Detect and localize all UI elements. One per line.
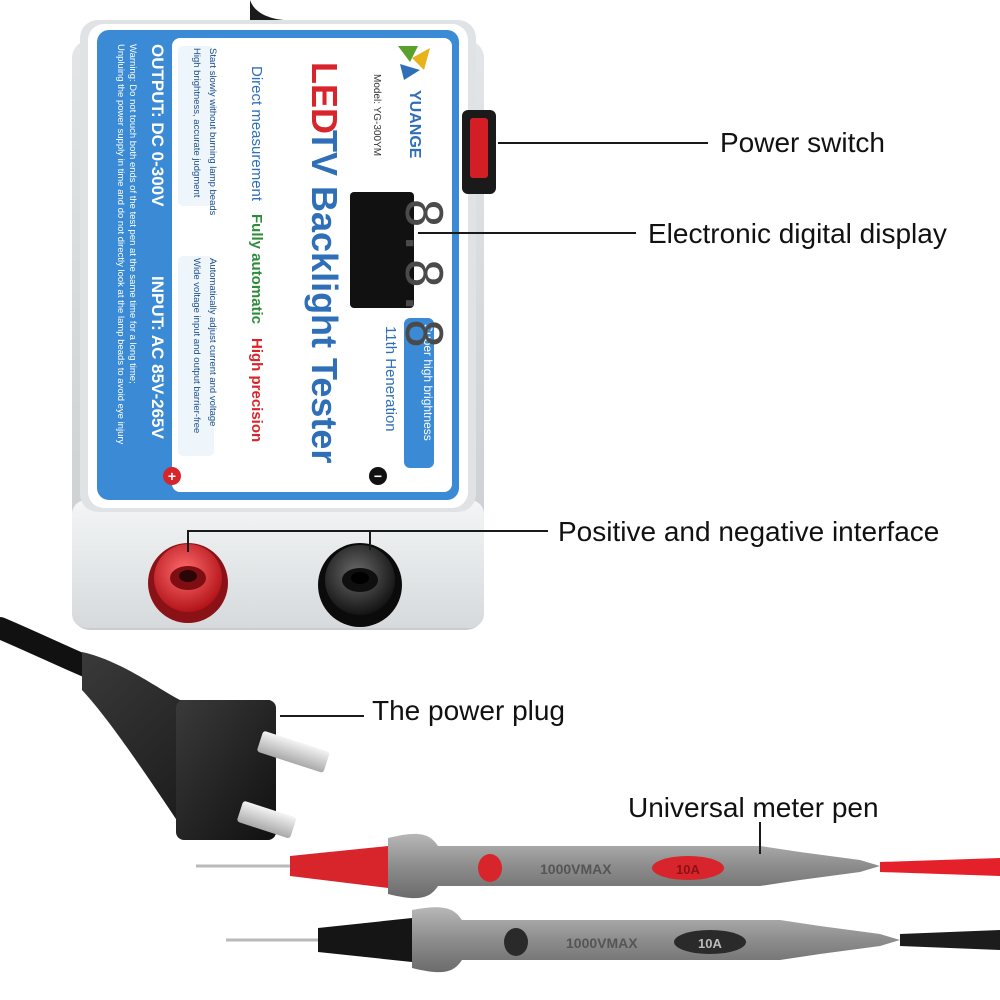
bullet-wide-voltage: Wide voltage input and output barrier-fr… xyxy=(191,258,202,433)
red-test-probe: 1000VMAX 10A xyxy=(196,833,1000,899)
feature-auto: Fully automatic xyxy=(248,214,265,324)
black-test-probe: 1000VMAX 10A xyxy=(226,907,1000,973)
red-probe-warning-icon xyxy=(478,854,502,882)
black-probe-current: 10A xyxy=(698,936,722,951)
red-probe-rating: 1000VMAX xyxy=(540,861,612,877)
positive-marker-sign: + xyxy=(168,468,176,484)
bullet-high-brightness: High brightness, accurate judgment xyxy=(191,48,202,198)
digital-display xyxy=(350,192,414,308)
bullet-auto-adjust: Automatically adjust current and voltage xyxy=(207,258,218,426)
leader-power-plug xyxy=(280,715,364,717)
plug-pin-bottom xyxy=(237,801,296,838)
title-led: LED xyxy=(304,62,345,134)
power-switch[interactable] xyxy=(462,110,496,194)
model-number: Model: YG-300YM xyxy=(371,74,382,156)
leader-power-switch xyxy=(498,142,708,144)
leader-meter-pen xyxy=(759,822,761,854)
power-plug xyxy=(0,617,330,840)
callout-interface: Positive and negative interface xyxy=(558,516,940,547)
red-probe-current: 10A xyxy=(676,862,700,877)
negative-marker-icon xyxy=(369,467,387,485)
bullet-start-slowly: Start slowly without burning lamp beads xyxy=(207,48,218,216)
brand-logo xyxy=(398,46,430,80)
callout-meter-pen: Universal meter pen xyxy=(628,792,879,823)
warning-line-2: Unpluing the power supply in time and do… xyxy=(115,44,126,445)
negative-marker-sign: − xyxy=(374,468,382,484)
positive-jack[interactable] xyxy=(148,543,228,623)
feature-precision: High precision xyxy=(248,338,265,442)
black-probe-rating: 1000VMAX xyxy=(566,935,638,951)
brand-name: YUANGE xyxy=(406,90,423,159)
warning-line-1: Warning: Do not touch both ends of the t… xyxy=(127,44,138,384)
callout-digital-display: Electronic digital display xyxy=(648,218,947,249)
input-spec: INPUT: AC 85V-265V xyxy=(148,276,167,439)
leader-interface-positive xyxy=(187,530,189,552)
led-tester-device: OUTPUT: DC 0-300V INPUT: AC 85V-265V War… xyxy=(72,20,496,630)
badge-super-brightness: Super high brightness xyxy=(421,324,435,441)
display-digits: 8.8.8 xyxy=(394,198,452,349)
leader-interface xyxy=(188,530,548,532)
callout-power-switch: Power switch xyxy=(720,127,885,158)
callout-power-plug: The power plug xyxy=(372,695,566,726)
plug-pin-top xyxy=(257,731,330,773)
leader-digital-display xyxy=(418,232,636,234)
title-rest: TV Backlight Tester xyxy=(304,130,345,463)
subtitle-generation: 11th Heneration xyxy=(382,326,399,432)
negative-jack[interactable] xyxy=(318,543,402,627)
leader-interface-negative xyxy=(369,530,371,550)
black-probe-warning-icon xyxy=(504,928,528,956)
output-spec: OUTPUT: DC 0-300V xyxy=(148,44,167,207)
feature-direct: Direct measurement xyxy=(248,66,265,202)
positive-marker-icon xyxy=(163,467,181,485)
